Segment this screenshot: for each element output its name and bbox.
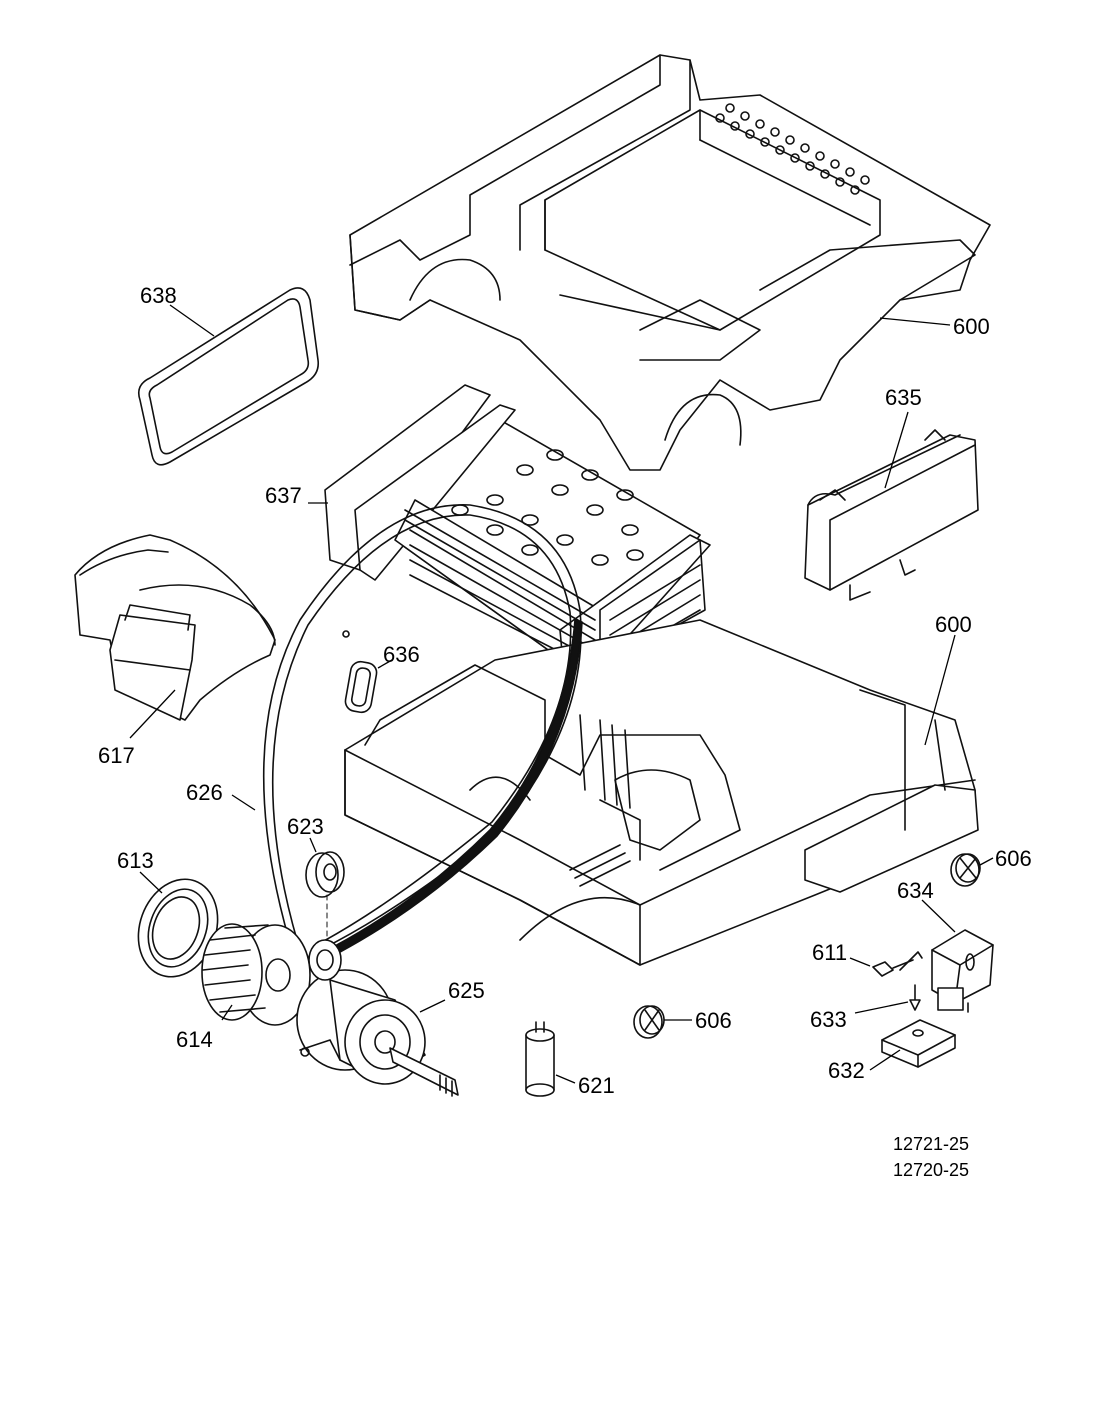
callout-632: 632 <box>828 1058 865 1083</box>
callout-600-base: 600 <box>935 612 972 637</box>
part-606-roller-low <box>633 1005 665 1039</box>
part-600-top-frame <box>349 54 991 471</box>
drawing-reference-2: 12720-25 <box>893 1160 969 1180</box>
callout-600-top: 600 <box>953 314 990 339</box>
callout-606-right: 606 <box>995 846 1032 871</box>
callout-635: 635 <box>885 385 922 410</box>
callout-626: 626 <box>186 780 223 805</box>
callout-634: 634 <box>897 878 934 903</box>
callout-614: 614 <box>176 1027 213 1052</box>
part-617-duct <box>74 534 276 721</box>
part-637-heat-exchanger <box>324 384 711 691</box>
callout-637: 637 <box>265 483 302 508</box>
part-625-motor <box>296 939 459 1097</box>
part-623-pulley <box>305 851 345 946</box>
callout-623: 623 <box>287 814 324 839</box>
callout-611: 611 <box>812 940 847 965</box>
callout-606-low: 606 <box>695 1008 732 1033</box>
callout-621: 621 <box>578 1073 615 1098</box>
callout-636: 636 <box>383 642 420 667</box>
callout-638: 638 <box>140 283 177 308</box>
callout-613: 613 <box>117 848 154 873</box>
callout-617: 617 <box>98 743 135 768</box>
part-621-capacitor <box>525 1021 555 1097</box>
part-614-blower-wheel <box>201 923 311 1026</box>
part-626-belt <box>262 504 583 961</box>
part-635-cover <box>804 429 979 601</box>
part-611-switch <box>872 951 923 977</box>
part-638-gasket <box>137 287 320 466</box>
callout-633: 633 <box>810 1007 847 1032</box>
part-632-pad <box>881 1019 956 1068</box>
callout-625: 625 <box>448 978 485 1003</box>
part-636-small-filter <box>342 630 378 714</box>
part-606-roller-right <box>950 853 981 887</box>
part-600-base <box>344 619 979 966</box>
part-633-screw <box>909 984 921 1011</box>
drawing-reference-1: 12721-25 <box>893 1134 969 1154</box>
part-634-pump <box>931 929 994 1013</box>
